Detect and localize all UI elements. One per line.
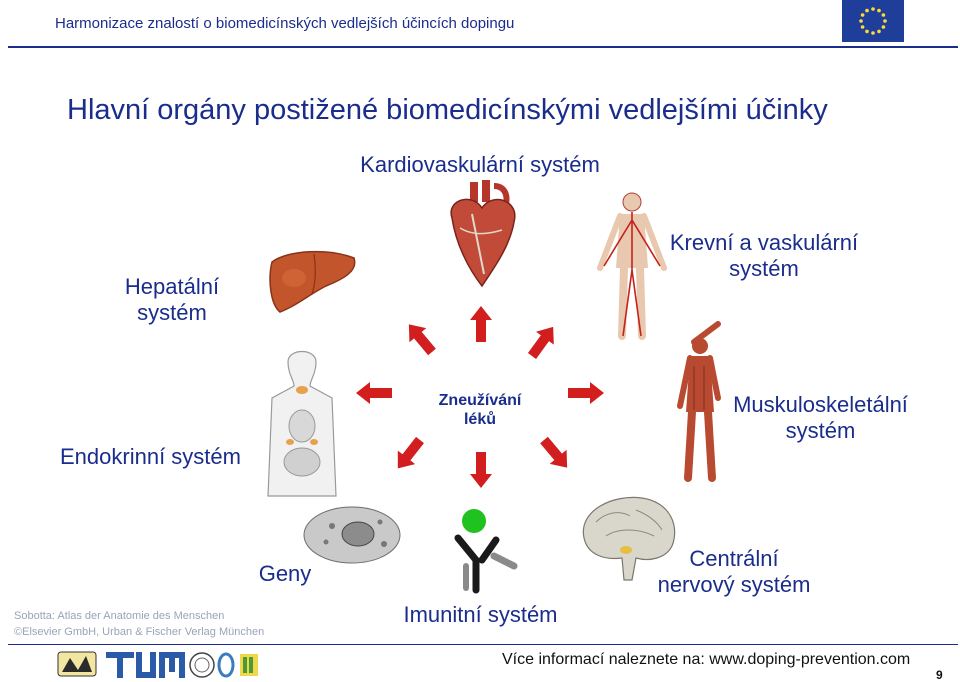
footer-divider — [8, 644, 958, 645]
slide-title: Hlavní orgány postižené biomedicínskými … — [67, 94, 828, 126]
label-cns-line2: nervový systém — [657, 571, 811, 597]
footer-info-link[interactable]: Více informací naleznete na: www.doping-… — [502, 651, 911, 668]
label-cns-line1: Centrální — [689, 546, 779, 571]
arrow-to-blood — [523, 320, 563, 363]
university-seal-icon — [57, 651, 97, 677]
o-logo — [217, 652, 235, 678]
header-divider — [8, 46, 958, 48]
header-title: Harmonizace znalostí o biomedicínských v… — [55, 15, 515, 32]
credit-line1: Sobotta: Atlas der Anatomie des Menschen — [14, 610, 225, 622]
page-number: 9 — [936, 668, 943, 682]
arrow-to-musculoskeletal — [568, 382, 604, 404]
credit-line2: ©Elsevier GmbH, Urban & Fischer Verlag M… — [14, 625, 265, 638]
endocrine-body-illustration — [262, 346, 342, 497]
label-cardiovascular: Kardiovaskulární systém — [360, 152, 600, 177]
label-drug-abuse-line1: Zneužívání — [438, 392, 522, 409]
label-musculoskeletal: Muskuloskeletální systém — [718, 392, 923, 444]
liver-illustration — [266, 248, 360, 314]
partner-logos — [56, 648, 266, 680]
cell-illustration — [302, 504, 402, 566]
tum-logo — [106, 652, 185, 678]
muscular-body-illustration — [674, 321, 736, 482]
arrow-to-genes — [389, 433, 429, 476]
antibody-illustration — [450, 508, 520, 594]
label-blood-line2: systém — [729, 255, 799, 281]
label-blood-vascular: Krevní a vaskulární systém — [648, 230, 880, 282]
label-genes: Geny — [258, 561, 312, 586]
label-musculo-line1: Muskuloskeletální — [733, 392, 908, 417]
brain-illustration — [576, 492, 680, 582]
round-seal-icon — [189, 652, 215, 678]
arrow-to-hepatic — [400, 317, 441, 360]
label-hepatic: Hepatální systém — [92, 274, 252, 326]
label-drug-abuse-line2: léků — [463, 410, 496, 428]
label-immune: Imunitní systém — [403, 602, 558, 627]
arrow-to-immune — [470, 452, 492, 488]
label-drug-abuse: Zneužívání léků — [395, 392, 565, 430]
eu-flag-icon — [842, 0, 904, 42]
label-cns: Centrální nervový systém — [636, 546, 832, 598]
label-hepatic-line2: systém — [137, 299, 207, 325]
vascular-body-illustration — [596, 190, 668, 340]
label-endocrine: Endokrinní systém — [60, 444, 241, 469]
arrow-to-cardiovascular — [470, 306, 492, 342]
label-blood-line1: Krevní a vaskulární — [669, 230, 859, 255]
heart-illustration — [442, 178, 522, 290]
arrow-to-endocrine — [356, 382, 392, 404]
arrow-to-cns — [535, 432, 576, 475]
label-musculo-line2: systém — [785, 417, 856, 443]
ex-logo — [240, 654, 258, 676]
image-credit: Sobotta: Atlas der Anatomie des Menschen… — [14, 609, 264, 641]
label-hepatic-line1: Hepatální — [124, 274, 220, 299]
